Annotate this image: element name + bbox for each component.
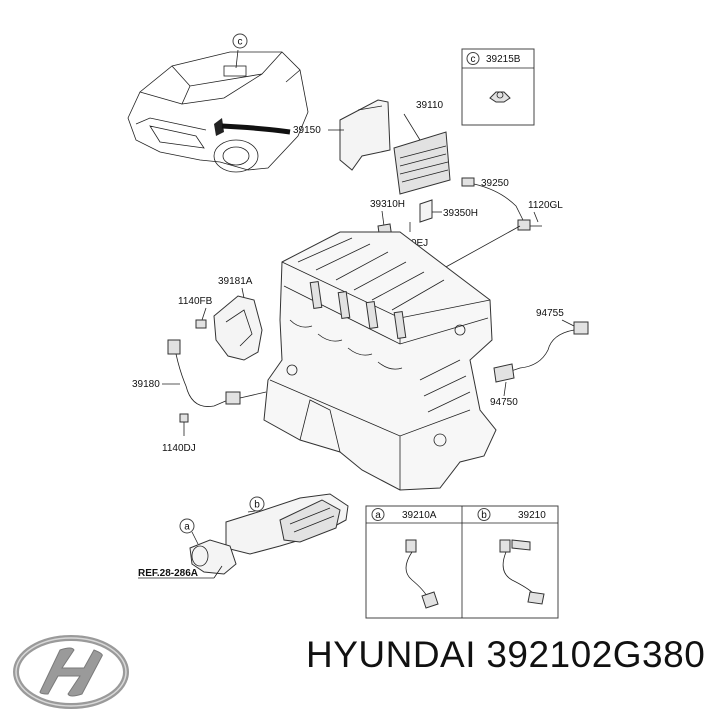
label-1120GL: 1120GL (528, 200, 563, 211)
label-39180: 39180 (132, 379, 160, 390)
label-39350H: 39350H (443, 208, 478, 219)
sensor-39180: 39180 1140DJ (132, 339, 267, 454)
hyundai-logo-icon (13, 635, 129, 709)
callout-c-car: c (238, 37, 243, 48)
table-key-a: a (375, 510, 381, 521)
brand-caption: HYUNDAI 392102G380 (306, 634, 705, 676)
label-94750: 94750 (490, 397, 518, 408)
sensor-39250: 39250 1120GL (461, 177, 563, 231)
label-39150: 39150 (293, 125, 321, 136)
catalytic-converter: b a REF.28-286A (138, 493, 349, 579)
part-number: 392102G380 (486, 634, 706, 675)
label-39110: 39110 (416, 100, 444, 111)
car-illustration: c (127, 33, 309, 173)
sensor-table: a 39210A b 39210 (365, 505, 559, 619)
leader-line (443, 225, 521, 269)
table-part-39210: 39210 (518, 510, 546, 521)
sensor-94750: 94755 94750 (490, 308, 589, 408)
ecu-assembly: 39110 39150 (293, 99, 451, 195)
label-1140FB: 1140FB (178, 296, 213, 307)
label-39250: 39250 (481, 178, 509, 189)
callout-a: a (184, 522, 190, 533)
svg-text:c: c (471, 54, 476, 65)
brand-name: HYUNDAI (306, 634, 477, 675)
label-39310H: 39310H (370, 199, 405, 210)
ref-label: REF.28-286A (138, 568, 198, 579)
label-1140DJ: 1140DJ (162, 443, 196, 454)
table-key-b: b (481, 510, 487, 521)
callout-box-39215B: c 39215B (461, 48, 535, 126)
engine-block (263, 231, 497, 491)
label-39215B: 39215B (486, 54, 521, 65)
label-94755: 94755 (536, 308, 564, 319)
label-39181A: 39181A (218, 276, 253, 287)
table-part-39210A: 39210A (402, 510, 437, 521)
cover-39181A: 39181A 1140FB (178, 276, 263, 361)
callout-b: b (254, 500, 260, 511)
